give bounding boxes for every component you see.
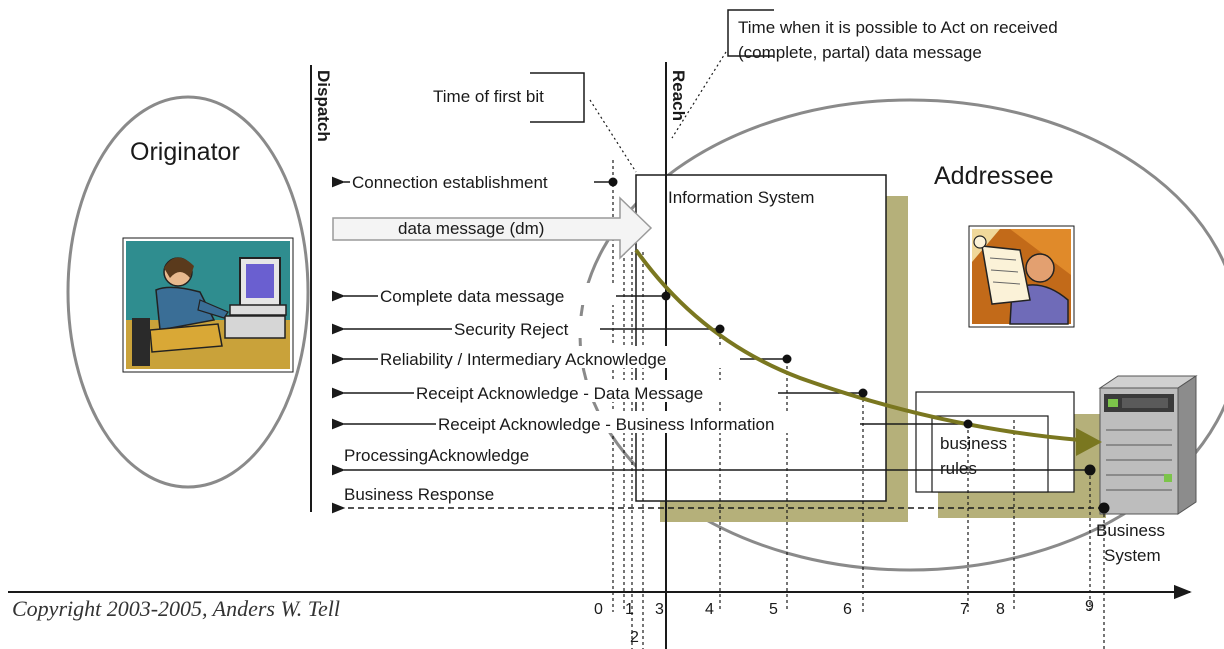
tick-label-7: 7	[960, 601, 969, 618]
processing-curve	[634, 248, 1081, 442]
originator-title: Originator	[130, 138, 240, 166]
copyright-text: Copyright 2003-2005, Anders W. Tell	[12, 596, 340, 621]
tick-label-5: 5	[769, 601, 778, 618]
processing-acknowledge-label: ProcessingAcknowledge	[344, 446, 529, 465]
complete-data-message-label: Complete data message	[380, 287, 564, 306]
server-icon	[1098, 375, 1198, 515]
business-rules-label-2: rules	[940, 459, 977, 478]
processing-curve-arrowhead	[1076, 428, 1102, 456]
addressee-title: Addressee	[934, 162, 1054, 190]
business-response-label: Business Response	[344, 485, 494, 504]
data-message-arrow	[332, 196, 653, 260]
business-system-label-2: System	[1104, 546, 1161, 565]
dispatch-label: Dispatch	[314, 70, 333, 142]
event-dots	[608, 177, 1110, 514]
business-system-label-1: Business	[1096, 521, 1165, 540]
act-callout-bracket	[727, 9, 774, 57]
connection-establishment-label: Connection establishment	[352, 173, 548, 192]
information-system-label: Information System	[668, 188, 814, 207]
act-callout-line1: Time when it is possible to Act on recei…	[738, 18, 1058, 37]
first-bit-callout-bracket	[530, 72, 585, 123]
tick-label-1: 1	[625, 601, 634, 618]
first-bit-callout-text: Time of first bit	[433, 87, 544, 106]
receipt-ack-business-info-label: Receipt Acknowledge - Business Informati…	[438, 415, 774, 434]
data-message-label: data message (dm)	[398, 219, 544, 238]
act-callout-pointer	[671, 51, 727, 139]
message-labels: Connection establishment Complete data m…	[344, 169, 860, 504]
tick-label-0: 0	[594, 601, 603, 618]
person-reading-icon	[968, 225, 1075, 328]
receipt-ack-data-message-label: Receipt Acknowledge - Data Message	[416, 384, 703, 403]
tick-label-2: 2	[630, 629, 639, 646]
tick-label-9: 9	[1085, 598, 1094, 615]
first-bit-callout-pointer	[589, 99, 637, 173]
person-at-computer-icon	[122, 237, 294, 373]
business-rules-label-1: business	[940, 434, 1007, 453]
originator-ellipse	[66, 95, 310, 489]
reach-label: Reach	[669, 70, 688, 121]
security-reject-label: Security Reject	[454, 320, 569, 339]
reliability-acknowledge-label: Reliability / Intermediary Acknowledge	[380, 350, 666, 369]
time-guides	[612, 160, 1105, 649]
tick-label-3: 3	[655, 601, 664, 618]
act-callout-line2: (complete, partal) data message	[738, 43, 982, 62]
tick-label-4: 4	[705, 601, 714, 618]
information-system-box	[635, 174, 887, 502]
tick-label-8: 8	[996, 601, 1005, 618]
tick-label-6: 6	[843, 601, 852, 618]
